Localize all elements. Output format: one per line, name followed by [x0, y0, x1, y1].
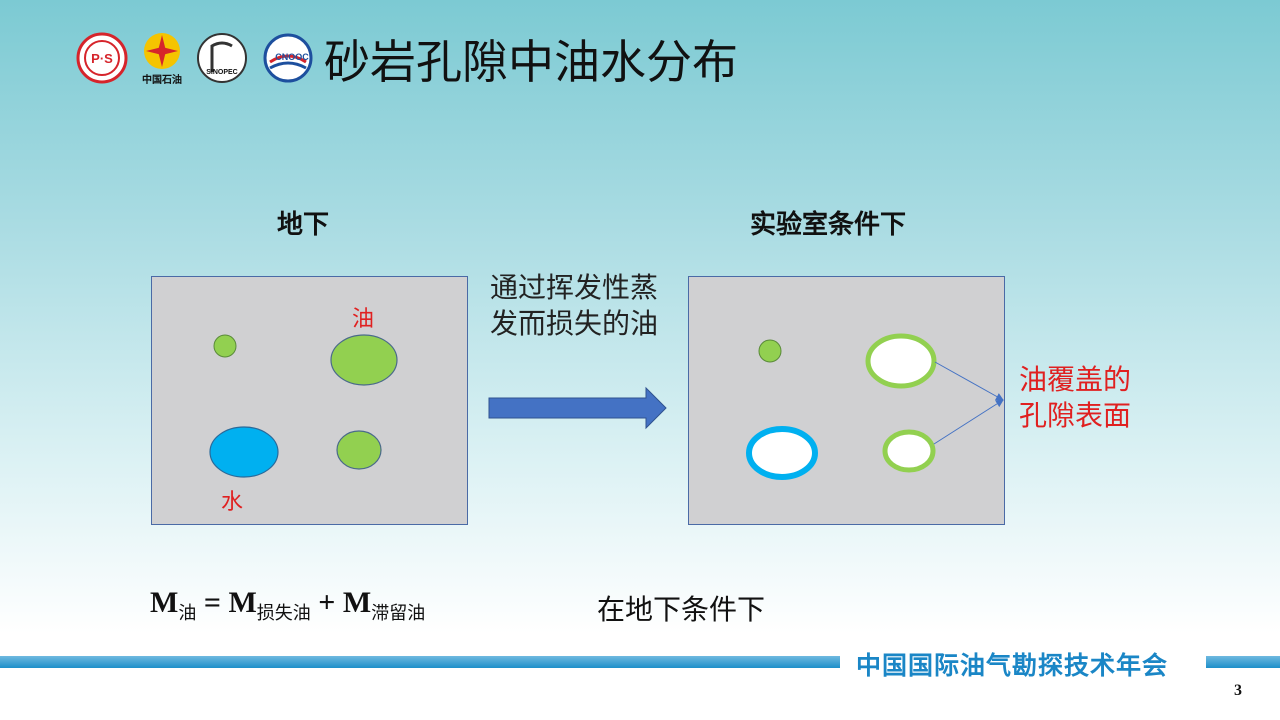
- formula-term-2: M: [342, 586, 372, 619]
- sinopec-logo: SINOPEC: [197, 33, 247, 83]
- annotation-line-2: 孔隙表面: [1019, 399, 1132, 432]
- conference-name: 中国国际油气勘探技术年会: [856, 651, 1169, 680]
- water-label: 水: [221, 490, 244, 515]
- right-arrow-icon: [488, 386, 667, 430]
- cnooc-logo: CNOOC: [263, 33, 313, 83]
- mass-balance-formula: M油 = M损失油 + M滞留油: [150, 586, 425, 625]
- water-coated-pore: [746, 426, 818, 480]
- oil-coated-pore-large: [865, 333, 937, 389]
- residual-oil-droplet: [758, 339, 782, 363]
- oil-droplet-small: [213, 334, 237, 358]
- formula-term-2-sub: 滞留油: [371, 603, 426, 624]
- oil-label: 油: [352, 307, 375, 332]
- page-title: 砂岩孔隙中油水分布: [324, 35, 738, 89]
- formula-plus: +: [318, 586, 336, 619]
- petrochina-caption: 中国石油: [142, 74, 182, 86]
- formula-lhs: M: [150, 586, 179, 619]
- formula-lhs-sub: 油: [178, 603, 197, 624]
- oil-droplet-medium: [336, 430, 382, 470]
- footer-bar-left: [0, 656, 840, 668]
- formula-term-1: M: [228, 586, 257, 619]
- oil-coated-pore-small: [882, 429, 936, 473]
- svg-text:CNOOC: CNOOC: [275, 52, 309, 62]
- lab-pore-box: [688, 276, 1005, 525]
- formula-term-1-sub: 损失油: [256, 603, 311, 624]
- formula-equals: =: [203, 586, 221, 619]
- svg-text:P·S: P·S: [91, 51, 113, 66]
- oil-droplet-large: [330, 334, 398, 386]
- arrow-caption: 通过挥发性蒸 发而损失的油: [490, 270, 658, 342]
- underground-pore-box: [151, 276, 468, 525]
- left-panel-heading: 地下: [277, 210, 330, 240]
- right-panel-heading: 实验室条件下: [750, 210, 907, 240]
- oil-covered-surface-annotation: 油覆盖的 孔隙表面: [1019, 362, 1131, 434]
- petrochina-logo: 中国石油: [142, 31, 182, 86]
- arrow-caption-line-1: 通过挥发性蒸: [490, 271, 659, 304]
- cps-logo: P·S: [76, 32, 128, 84]
- condition-text: 在地下条件下: [597, 593, 766, 626]
- water-droplet: [209, 426, 279, 478]
- arrow-caption-line-2: 发而损失的油: [490, 307, 659, 340]
- footer-bar-right: [1206, 656, 1280, 668]
- logo-strip: P·S 中国石油 SINOPEC CNOOC: [76, 30, 314, 86]
- annotation-line-1: 油覆盖的: [1019, 363, 1132, 396]
- svg-text:SINOPEC: SINOPEC: [206, 69, 238, 76]
- page-number: 3: [1234, 682, 1242, 699]
